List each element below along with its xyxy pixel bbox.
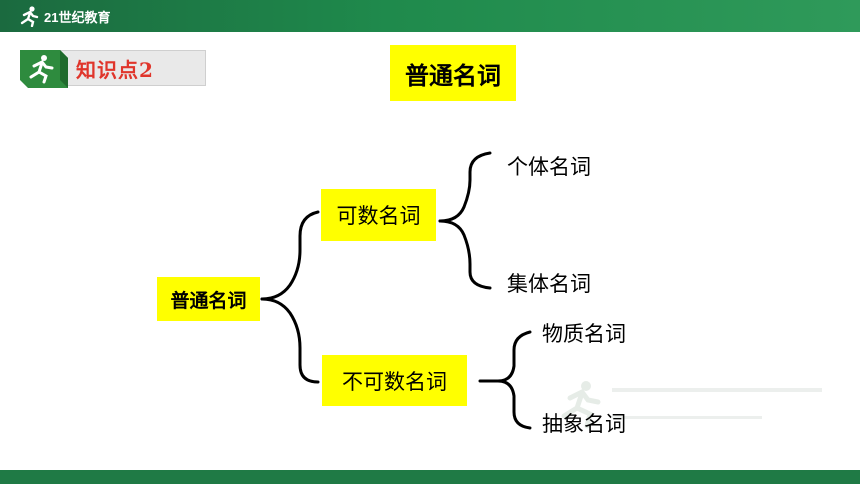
header-bar: 21世纪教育 bbox=[0, 0, 860, 32]
logo-text: 21世纪教育 bbox=[44, 9, 111, 25]
root-brace bbox=[260, 210, 320, 301]
knowledge-point-badge: 知识点2 bbox=[14, 44, 206, 90]
footer-bar bbox=[0, 470, 860, 484]
runner-cube-icon bbox=[20, 50, 68, 88]
uncountable-node: 不可数名词 bbox=[322, 355, 467, 406]
leaf-abstract-noun: 抽象名词 bbox=[542, 412, 626, 436]
leaf-collective-noun: 集体名词 bbox=[507, 272, 591, 296]
badge-label: 知识点2 bbox=[76, 58, 154, 82]
brand-logo: 21世纪教育 bbox=[18, 4, 110, 28]
countable-brace bbox=[438, 151, 492, 223]
uncountable-brace bbox=[478, 330, 532, 383]
leaf-individual-noun: 个体名词 bbox=[507, 155, 591, 179]
watermark-logo-icon bbox=[561, 381, 822, 429]
runner-logo-icon bbox=[20, 6, 39, 27]
leaf-material-noun: 物质名词 bbox=[542, 322, 626, 346]
countable-node: 可数名词 bbox=[321, 189, 436, 241]
page-title: 普通名词 bbox=[390, 45, 516, 101]
root-node: 普通名词 bbox=[157, 277, 260, 321]
